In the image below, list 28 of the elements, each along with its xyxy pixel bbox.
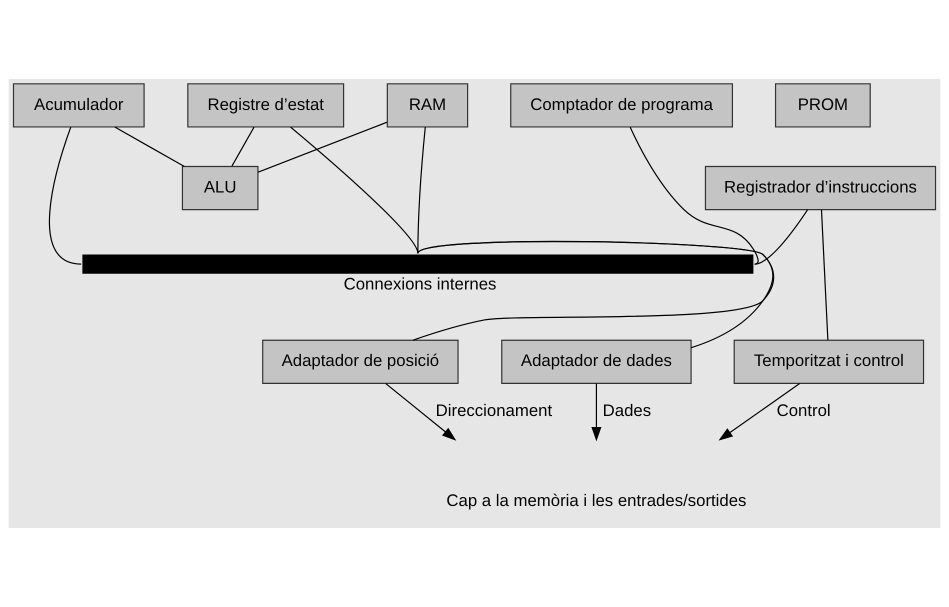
node-box: ALU xyxy=(182,166,259,210)
edge-label: Control xyxy=(776,400,831,420)
edge-label: Direccionament xyxy=(436,400,552,420)
node-box: RAM xyxy=(386,83,468,128)
node-box: Temporitzat i control xyxy=(734,340,924,384)
label: Cap a la memòria i les entrades/sortides xyxy=(446,491,746,510)
node-box: Registre d’estat xyxy=(187,83,344,128)
arrow xyxy=(718,383,800,441)
arrow xyxy=(591,384,602,442)
node-box: Acumulador xyxy=(12,83,145,128)
node-label: Connexions internes xyxy=(344,274,496,294)
connector xyxy=(290,126,418,254)
connector xyxy=(820,210,828,340)
node-box: Registrador d’instruccions xyxy=(704,166,936,210)
connector xyxy=(754,209,808,265)
node-box: PROM xyxy=(774,83,871,128)
connector xyxy=(232,126,254,166)
arrow xyxy=(385,383,456,441)
connector xyxy=(48,126,82,265)
edge-label: Dades xyxy=(602,400,652,420)
node-bar xyxy=(82,254,754,274)
node-box: Adaptador de posició xyxy=(262,340,459,384)
connector xyxy=(417,126,426,254)
node-box: Adaptador de dades xyxy=(501,340,692,384)
connector xyxy=(114,126,184,167)
node-box: Comptador de programa xyxy=(510,83,734,128)
connector xyxy=(258,122,388,173)
connector xyxy=(630,126,759,265)
